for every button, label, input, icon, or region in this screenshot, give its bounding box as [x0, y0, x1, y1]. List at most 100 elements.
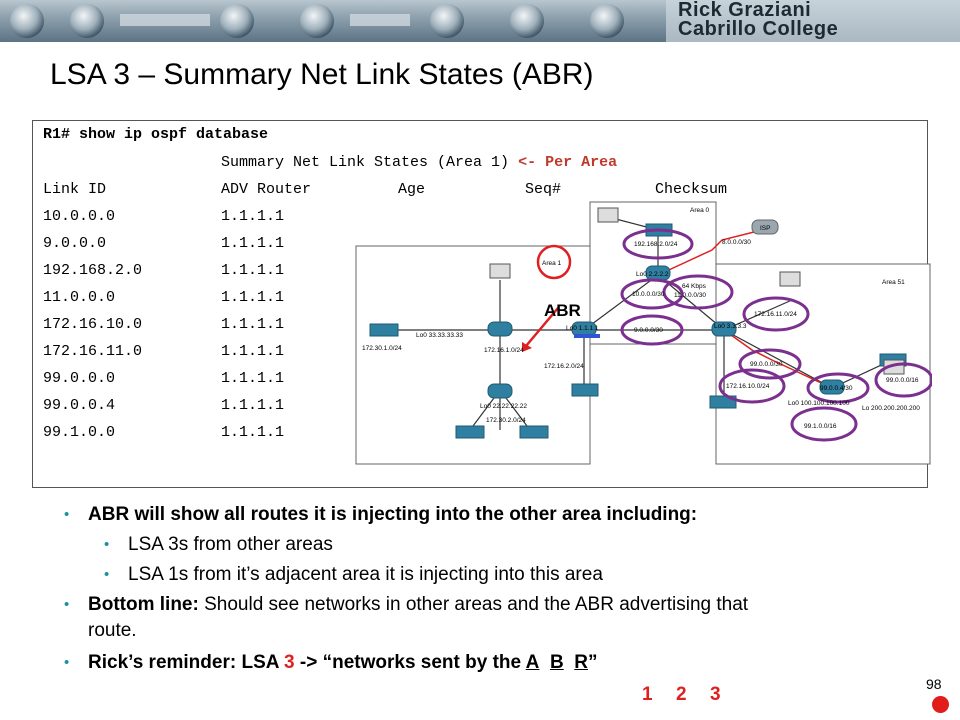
pc-icon — [779, 271, 801, 287]
bullet-icon: • — [64, 596, 70, 613]
highlight-circle — [662, 274, 734, 310]
row-adv-router: 1.1.1.1 — [221, 397, 285, 414]
row-link-id: 99.0.0.0 — [43, 370, 116, 387]
slide-number: 98 — [926, 676, 942, 692]
knob-graphic — [70, 4, 104, 38]
net-label: Lo0 2.2.2.2 — [636, 271, 669, 278]
bar-graphic — [350, 14, 410, 26]
bullet-icon: • — [64, 654, 70, 671]
row-adv-router: 1.1.1.1 — [221, 343, 285, 360]
switch-icon — [369, 323, 399, 337]
number-3: 3 — [710, 684, 721, 705]
number-1: 1 — [642, 684, 653, 705]
column-header-age: Age — [398, 181, 426, 198]
network-topology-diagram: Area 0 Area 1 Area 51 ISP 192.168.2.0/24… — [355, 201, 932, 465]
highlight-circle — [806, 372, 870, 404]
net-label: 172.16.1.0/24 — [484, 347, 524, 354]
author-name: Rick Graziani — [678, 0, 812, 21]
bullet-1-text: ABR will show all routes it is injecting… — [88, 504, 698, 525]
knob-graphic — [300, 4, 334, 38]
highlight-circle — [718, 368, 786, 404]
row-link-id: 172.16.11.0 — [43, 343, 143, 360]
header-photo — [0, 0, 666, 42]
author-banner: Rick Graziani Cabrillo College — [666, 0, 960, 42]
bullet-3-b: B — [549, 652, 564, 673]
highlight-circle — [790, 406, 858, 442]
net-label: 9.0.0.0/30 — [634, 327, 663, 334]
bullet-3-num: 3 — [284, 652, 295, 673]
net-label: Lo0 1.1.1.1 — [566, 325, 599, 332]
net-label: 99.0.0.0/16 — [886, 377, 919, 384]
abr-highlight-link — [574, 334, 600, 338]
bullet-3-mid: -> “networks sent by the — [294, 652, 526, 673]
net-label: 172.16.10.0/24 — [726, 383, 770, 390]
switch-icon — [519, 425, 549, 439]
net-label: 172.30.2.0/24 — [486, 417, 526, 424]
switch-icon — [571, 383, 599, 397]
net-label: 192.168.2.0/24 — [634, 241, 678, 248]
column-header-checksum: Checksum — [655, 181, 728, 198]
row-link-id: 172.16.10.0 — [43, 316, 143, 333]
router-icon — [487, 383, 513, 399]
bullet-icon: • — [64, 506, 70, 523]
net-label: Lo 200.200.200.200 — [862, 405, 920, 412]
router-icon — [711, 321, 737, 337]
bullet-1b: LSA 1s from it’s adjacent area it is inj… — [128, 564, 603, 585]
row-adv-router: 1.1.1.1 — [221, 235, 285, 252]
row-link-id: 192.168.2.0 — [43, 262, 143, 279]
highlight-circle — [620, 278, 684, 310]
bullet-icon: • — [104, 536, 110, 553]
abr-arrow — [525, 307, 559, 347]
link-line — [583, 274, 659, 331]
router-icon — [819, 379, 845, 395]
isp-label: ISP — [760, 225, 770, 232]
bullet-1a: LSA 3s from other areas — [128, 534, 333, 555]
router-icon — [487, 321, 513, 337]
section-label-text: Summary Net Link States (Area 1) — [221, 154, 510, 171]
net-label: Lo0 22.22.22.22 — [480, 403, 527, 410]
area1-highlight-circle — [536, 244, 572, 280]
highlight-circle — [742, 296, 810, 332]
bullet-3-end: ” — [588, 652, 598, 673]
row-adv-router: 1.1.1.1 — [221, 316, 285, 333]
bullet-2-bold: Bottom line: — [88, 594, 199, 615]
net-label: Lo0 33.33.33.33 — [416, 332, 463, 339]
net-label: 11.0.0.0/30 — [674, 292, 706, 299]
highlight-circle — [620, 314, 684, 346]
row-link-id: 99.1.0.0 — [43, 424, 116, 441]
bullet-3-pre: Rick’s reminder: LSA — [88, 652, 285, 673]
net-label: 99.1.0.0/16 — [804, 423, 837, 430]
header-banner: Rick Graziani Cabrillo College — [0, 0, 960, 42]
page-title: LSA 3 – Summary Net Link States (ABR) — [50, 58, 594, 91]
author-college: Cabrillo College — [678, 18, 839, 40]
abr-arrow-head — [522, 342, 532, 352]
serial-link-isp — [657, 229, 763, 276]
row-link-id: 99.0.0.4 — [43, 397, 116, 414]
command-line: R1# show ip ospf database — [43, 126, 269, 143]
abr-label: ABR — [544, 301, 581, 320]
highlight-circle — [622, 228, 694, 260]
serial-link-area51 — [723, 329, 833, 389]
knob-graphic — [510, 4, 544, 38]
record-dot-icon — [932, 696, 949, 713]
net-label: Lo0 100.100.100.100 — [788, 400, 850, 407]
section-note: <- Per Area — [518, 154, 618, 171]
net-label: 172.30.1.0/24 — [362, 345, 402, 352]
net-label: Lo0 3.3.3.3 — [714, 323, 747, 330]
knob-graphic — [220, 4, 254, 38]
bullet-3-r: R — [574, 652, 588, 673]
bar-graphic — [120, 14, 210, 26]
pc-icon — [489, 263, 511, 279]
column-header-adv-router: ADV Router — [221, 181, 312, 198]
net-label: 10.0.0.0/30 — [632, 291, 665, 298]
row-adv-router: 1.1.1.1 — [221, 289, 285, 306]
number-2: 2 — [676, 684, 687, 705]
net-label: 99.0.0.4/30 — [820, 385, 853, 392]
net-label: 172.16.2.0/24 — [544, 363, 584, 370]
knob-graphic — [10, 4, 44, 38]
area1-label: Area 1 — [542, 260, 562, 267]
row-adv-router: 1.1.1.1 — [221, 370, 285, 387]
net-label: 172.16.11.0/24 — [754, 311, 797, 318]
row-adv-router: 1.1.1.1 — [221, 262, 285, 279]
highlight-circle — [738, 348, 802, 380]
